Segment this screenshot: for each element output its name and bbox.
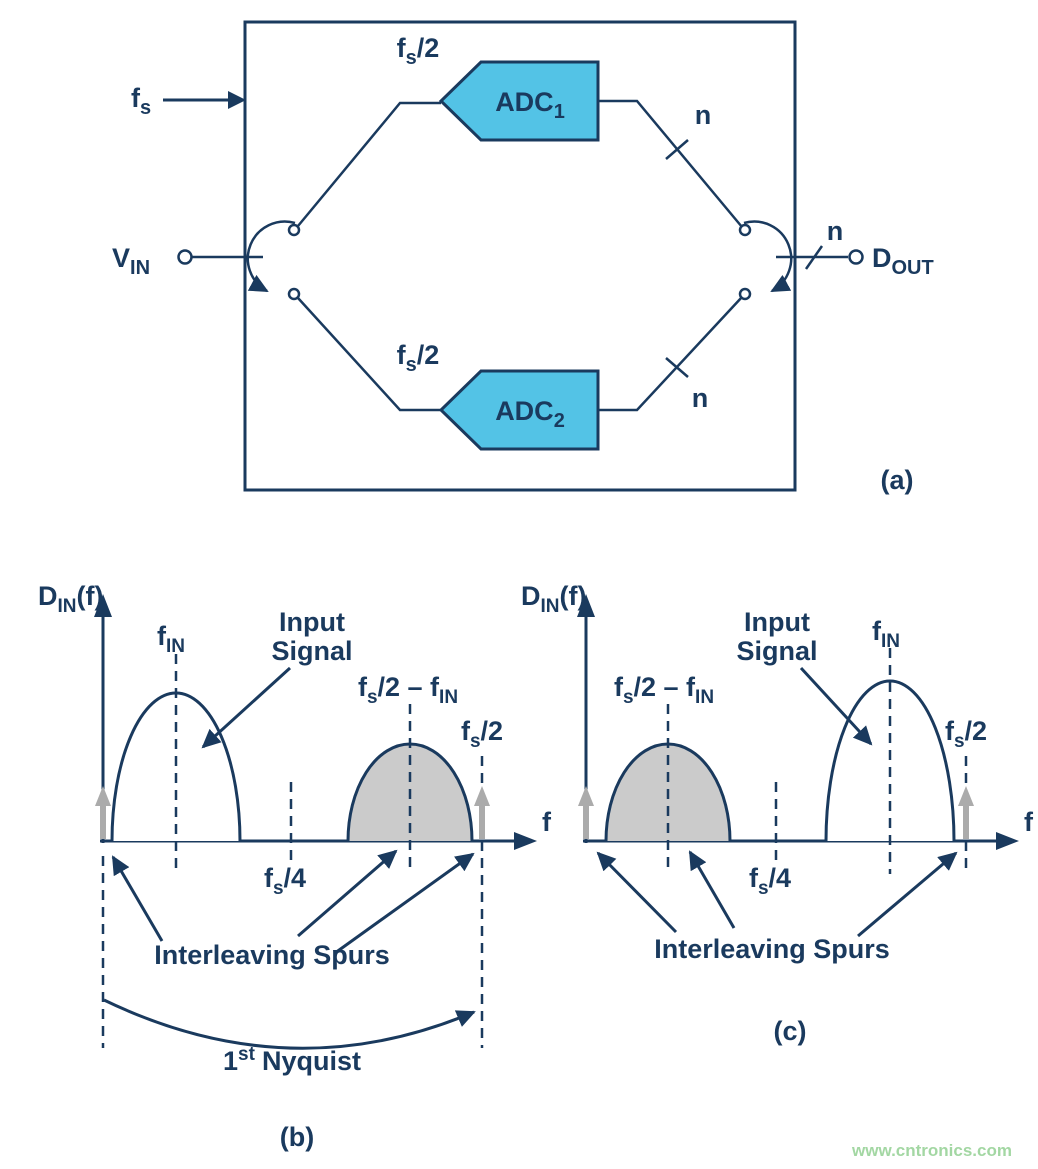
c-spur-pointer-origin [596, 851, 678, 934]
input-switch-contact-bottom [287, 287, 301, 301]
dout-terminal [848, 249, 864, 265]
fs2-top-label: fs/2 [397, 33, 440, 69]
block-diagram-a: fs VIN fs/2 ADC1 n fs/2 ADC2 n n [112, 20, 934, 495]
dout-bus-width-label: n [827, 216, 844, 246]
b-nyquist-arc [103, 998, 476, 1050]
c-fs2-label: fs/2 [945, 716, 987, 752]
c-fin-label: fIN [872, 616, 900, 652]
fs-clock-label: fs [131, 83, 151, 119]
adc1-output-wire [598, 99, 743, 228]
c-interleaving-spurs-label: Interleaving Spurs [654, 934, 890, 964]
c-x-axis-label: f [1024, 807, 1034, 837]
b-fs2-spur-arrowhead [474, 786, 490, 806]
b-x-axis-arrowhead [514, 832, 537, 850]
c-fs4-label: fs/4 [749, 863, 791, 899]
b-y-axis-arrowhead [94, 594, 112, 617]
output-switch-contact-top [738, 223, 752, 237]
c-input-signal-hump [824, 679, 956, 842]
watermark: www.cntronics.com [851, 1141, 1012, 1160]
c-y-axis-arrowhead [577, 594, 595, 617]
adc2-output-wire [598, 296, 743, 412]
output-switch-contact-bottom [738, 287, 752, 301]
c-y-axis-label: DIN(f) [521, 581, 586, 617]
caption-b: (b) [280, 1122, 314, 1152]
b-x-axis-label: f [542, 807, 552, 837]
adc1-bus-width-label: n [695, 100, 712, 130]
b-fin-label: fIN [157, 621, 185, 657]
adc1-input-wire [297, 101, 441, 227]
b-alias-label: fs/2 – fIN [358, 672, 458, 708]
b-input-signal-hump [110, 691, 242, 842]
c-input-signal-arrow [799, 666, 873, 746]
adc2-bus-slash [665, 357, 689, 378]
b-fs4-label: fs/4 [264, 863, 306, 899]
b-spur-pointer-origin [111, 855, 164, 942]
c-x-axis-arrowhead [996, 832, 1019, 850]
c-alias-label: fs/2 – fIN [614, 672, 714, 708]
adc1-block [438, 60, 600, 142]
caption-c: (c) [774, 1016, 807, 1046]
dout-label: DOUT [872, 243, 934, 279]
b-spur-pointer-fs2 [334, 852, 475, 955]
b-y-axis-label: DIN(f) [38, 581, 103, 617]
input-switch-contact-top [287, 223, 301, 237]
fs-clock-arrowhead [228, 91, 246, 109]
adc2-label: ADC2 [495, 396, 565, 432]
adc2-input-wire [297, 297, 441, 412]
output-switch-arc [743, 220, 793, 293]
c-origin-spur-arrowhead [578, 786, 594, 806]
caption-a: (a) [881, 465, 914, 495]
b-input-signal-arrow [201, 666, 292, 749]
vin-label: VIN [112, 243, 150, 279]
c-spur-pointer-fs2 [857, 851, 958, 938]
vin-terminal [177, 249, 193, 265]
input-switch-arc [246, 220, 296, 293]
adc1-label: ADC1 [495, 87, 565, 123]
b-interleaving-spurs-label: Interleaving Spurs [154, 940, 390, 970]
b-fs2-label: fs/2 [461, 716, 503, 752]
adc2-bus-width-label: n [692, 383, 709, 413]
dout-bus-slash [804, 245, 824, 270]
fs2-bottom-label: fs/2 [397, 340, 440, 376]
c-fs2-spur-arrowhead [958, 786, 974, 806]
adc2-block [438, 369, 600, 451]
b-origin-spur-arrowhead [95, 786, 111, 806]
c-spur-pointer-hump [688, 850, 736, 929]
adc1-bus-slash [665, 139, 689, 160]
b-spur-pointer-hump [297, 849, 398, 938]
